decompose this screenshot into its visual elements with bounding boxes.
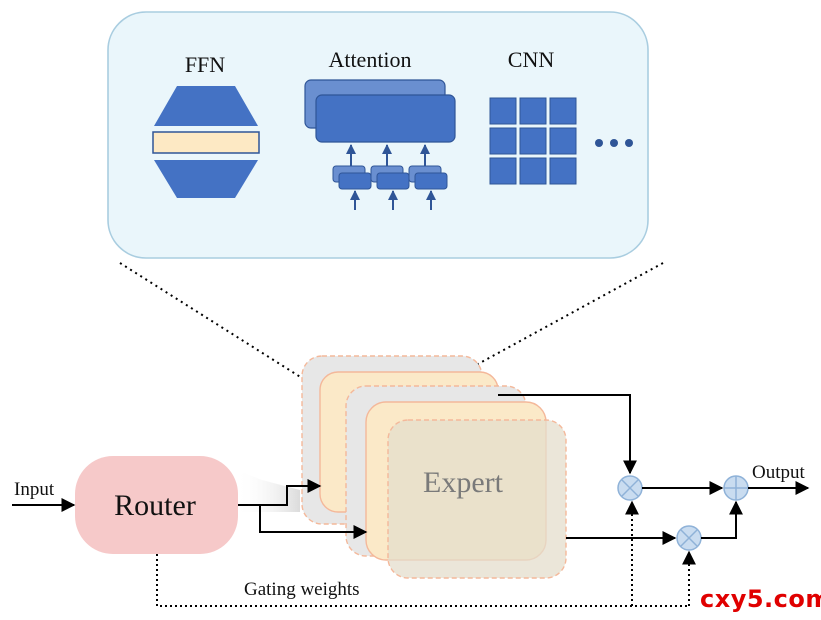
multiply-op-1 (617, 475, 643, 501)
zoom-line-left (119, 262, 303, 379)
zoom-line-right (477, 262, 664, 365)
router-to-expert-2-arrow (259, 505, 368, 539)
expert-stack: Expert (301, 355, 567, 579)
router-node: Router (75, 456, 300, 554)
expert-architecture-panel: FFN Attention (107, 11, 649, 259)
router-to-expert-1-arrow (238, 479, 322, 506)
attention-label: Attention (328, 47, 411, 72)
gating-weights-label: Gating weights (244, 579, 360, 600)
ellipsis-icon (595, 139, 633, 147)
watermark-text: cxy5.com (700, 585, 821, 613)
add-op (723, 475, 749, 501)
ffn-icon (152, 86, 260, 198)
output-label: Output (752, 462, 806, 483)
gating-weights-path (156, 554, 689, 607)
attention-icon (304, 79, 456, 210)
expert-label: Expert (423, 466, 504, 499)
cnn-label: CNN (508, 47, 555, 72)
router-box (75, 456, 238, 554)
multiply-op-2 (676, 525, 702, 551)
expert-1-output-arrow (498, 394, 637, 475)
mul2-to-add-arrow (701, 500, 743, 539)
input-label: Input (14, 479, 55, 500)
cnn-grid-icon (489, 97, 577, 185)
router-label: Router (114, 489, 196, 522)
ffn-label: FFN (185, 52, 225, 77)
